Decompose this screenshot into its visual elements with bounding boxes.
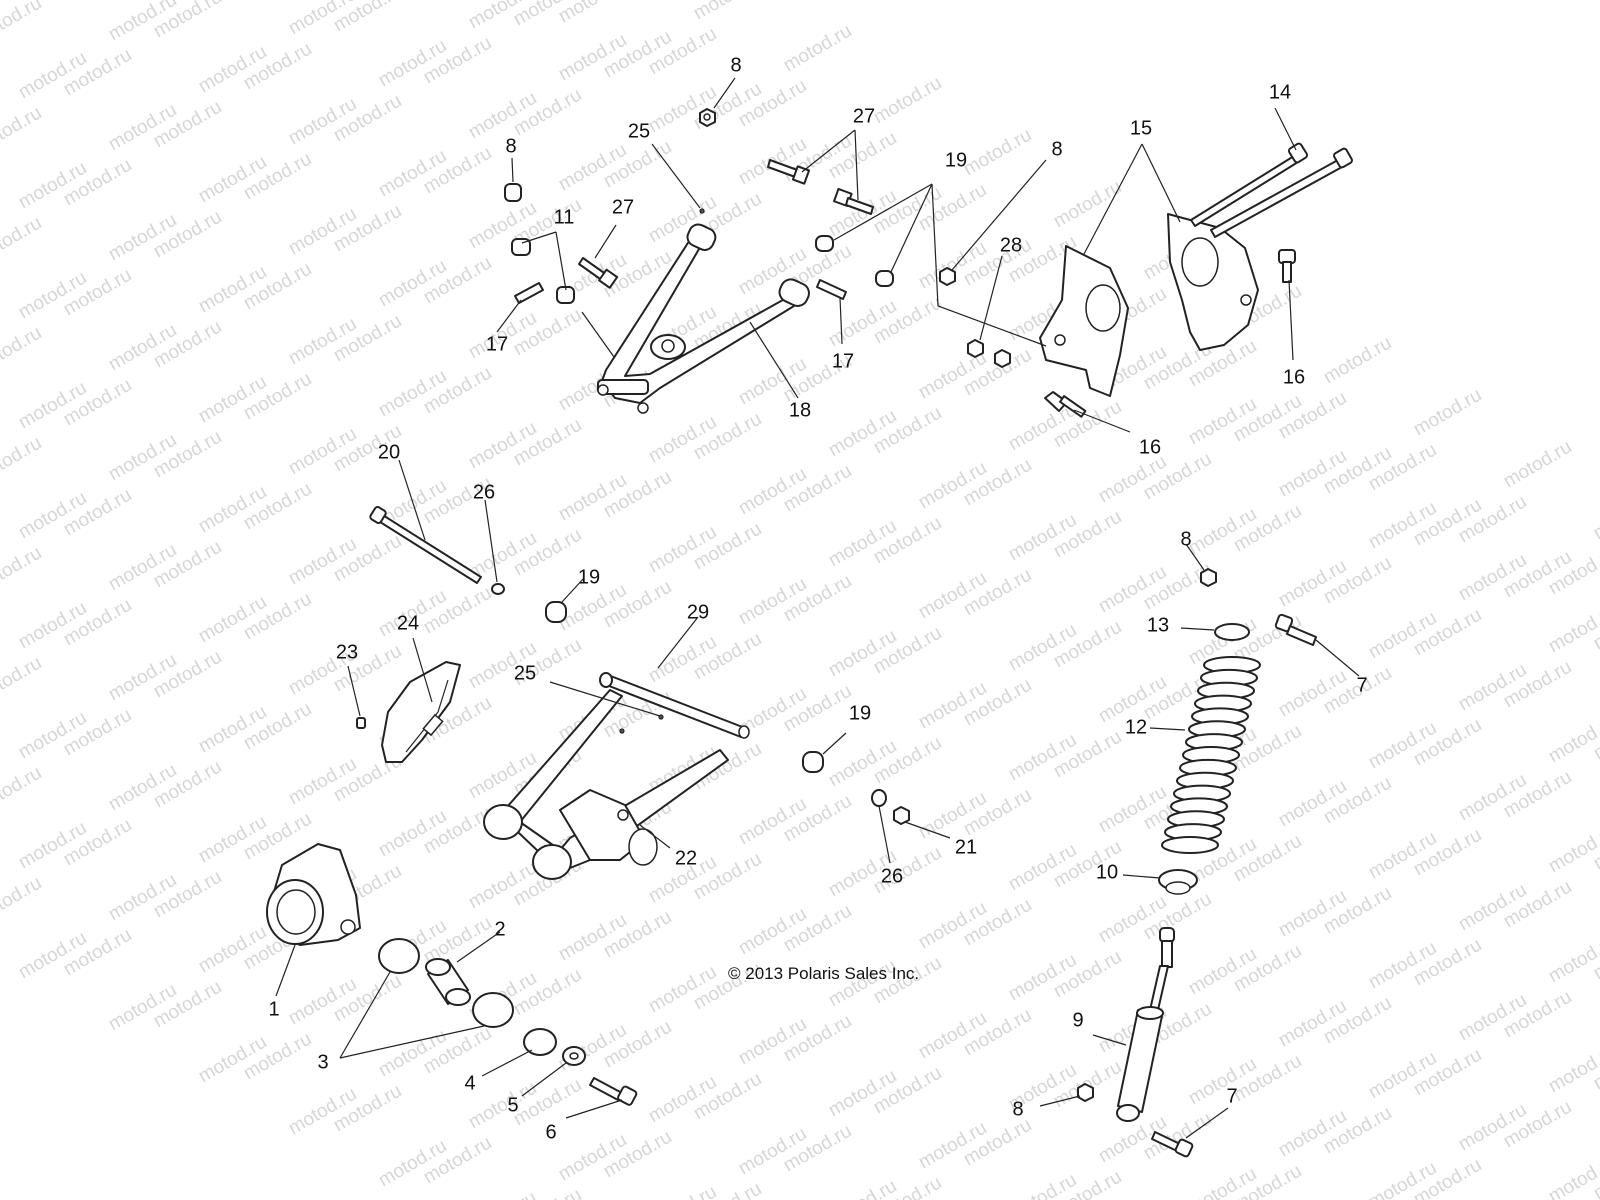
part-16-bolt-bottom[interactable] — [1044, 391, 1087, 418]
callout-11[interactable]: 11 — [554, 206, 575, 228]
callout-17[interactable]: 17 — [832, 350, 854, 372]
callout-25[interactable]: 25 — [514, 662, 536, 684]
part-11-bushing-a[interactable] — [511, 238, 531, 256]
part-14-long-bolt-a[interactable] — [1190, 142, 1309, 227]
part-26-washer-lower[interactable] — [871, 789, 887, 807]
part-27-bolt-left[interactable] — [578, 257, 619, 289]
callout-2[interactable]: 2 — [494, 918, 505, 940]
callout-8[interactable]: 8 — [730, 54, 741, 76]
part-20-pivot-bolt[interactable] — [369, 506, 482, 584]
part-16-bolt-right[interactable] — [1278, 249, 1296, 283]
callout-12[interactable]: 12 — [1125, 716, 1147, 738]
callout-29[interactable]: 29 — [687, 601, 709, 623]
part-27-bolt-upper-a[interactable] — [767, 159, 811, 185]
part-23-screw[interactable] — [356, 717, 366, 729]
part-3-bearing-b[interactable] — [472, 992, 514, 1028]
part-28-nut-b[interactable] — [994, 349, 1011, 368]
part-19-bushing-upper-a[interactable] — [815, 235, 834, 252]
part-7-bolt-lower[interactable] — [1151, 1131, 1194, 1158]
part-8-nut-top[interactable] — [699, 108, 716, 127]
part-24-guard-plate[interactable] — [381, 661, 461, 763]
callout-28[interactable]: 28 — [1000, 234, 1022, 256]
part-25-grease-fitting-upper[interactable] — [699, 208, 705, 214]
part-8-nut-right[interactable] — [939, 267, 956, 286]
part-6-bolt[interactable] — [589, 1077, 638, 1106]
callout-6[interactable]: 6 — [545, 1121, 556, 1143]
part-3-bearing-a[interactable] — [378, 938, 420, 974]
callout-8[interactable]: 8 — [1051, 138, 1062, 160]
callout-17[interactable]: 17 — [486, 333, 508, 355]
callout-1[interactable]: 1 — [268, 998, 279, 1020]
part-10-spring-seat[interactable] — [1158, 869, 1198, 895]
callout-16[interactable]: 16 — [1139, 436, 1161, 458]
callout-26[interactable]: 26 — [473, 481, 495, 503]
callout-4[interactable]: 4 — [464, 1072, 475, 1094]
callout-27[interactable]: 27 — [853, 105, 875, 127]
part-28-nut-a[interactable] — [967, 339, 984, 358]
callout-27[interactable]: 27 — [612, 196, 634, 218]
callout-25[interactable]: 25 — [628, 120, 650, 142]
part-15-mounting-bracket-right[interactable] — [1167, 213, 1259, 351]
part-5-washer[interactable] — [562, 1046, 586, 1066]
part-21-nut[interactable] — [893, 806, 910, 825]
copyright-notice: © 2013 Polaris Sales Inc. — [728, 964, 920, 983]
callout-20[interactable]: 20 — [378, 441, 400, 463]
part-12-coil-spring[interactable] — [1161, 656, 1261, 854]
callout-13[interactable]: 13 — [1147, 614, 1169, 636]
part-26-washer-upper[interactable] — [491, 583, 505, 595]
callout-8[interactable]: 8 — [505, 135, 516, 157]
callout-24[interactable]: 24 — [397, 612, 419, 634]
part-9-shock-absorber[interactable] — [1116, 927, 1175, 1122]
part-19-bushing-mid[interactable] — [545, 601, 567, 623]
part-4-large-washer[interactable] — [523, 1028, 557, 1056]
part-18-upper-a-arm[interactable] — [597, 222, 812, 414]
callout-labels: 8 8 25 27 19 8 14 15 11 27 28 17 17 18 1… — [268, 54, 1367, 1143]
part-1-knuckle-housing[interactable] — [266, 843, 361, 946]
callout-21[interactable]: 21 — [955, 836, 977, 858]
leader-lines — [275, 77, 1360, 1139]
part-8-nut-left[interactable] — [504, 183, 522, 202]
part-13-spring-retainer[interactable] — [1214, 623, 1250, 641]
callout-15[interactable]: 15 — [1130, 117, 1152, 139]
callout-22[interactable]: 22 — [675, 847, 697, 869]
callout-8[interactable]: 8 — [1012, 1098, 1023, 1120]
callout-9[interactable]: 9 — [1072, 1009, 1083, 1031]
callout-5[interactable]: 5 — [507, 1094, 518, 1116]
callout-3[interactable]: 3 — [317, 1051, 328, 1073]
spring-coil — [1161, 836, 1219, 854]
callout-26[interactable]: 26 — [881, 865, 903, 887]
part-15-mounting-bracket-left[interactable] — [1039, 245, 1129, 397]
part-22-lower-a-arm[interactable] — [483, 689, 729, 880]
callout-7[interactable]: 7 — [1356, 674, 1367, 696]
part-8-nut-shock-bottom[interactable] — [1077, 1083, 1094, 1102]
part-27-bolt-upper-b[interactable] — [833, 187, 874, 215]
part-7-bolt-upper[interactable] — [1274, 613, 1317, 646]
callout-7[interactable]: 7 — [1226, 1085, 1237, 1107]
part-8-nut-shock-top[interactable] — [1200, 568, 1217, 587]
callout-19[interactable]: 19 — [578, 566, 600, 588]
callout-19[interactable]: 19 — [945, 149, 967, 171]
part-17-pin-right[interactable] — [816, 279, 847, 300]
callout-10[interactable]: 10 — [1096, 861, 1118, 883]
callout-14[interactable]: 14 — [1269, 81, 1291, 103]
part-19-bushing-upper-b[interactable] — [875, 270, 894, 287]
callout-18[interactable]: 18 — [789, 399, 811, 421]
part-19-bushing-lower[interactable] — [802, 751, 824, 773]
callout-23[interactable]: 23 — [336, 641, 358, 663]
callout-8[interactable]: 8 — [1180, 528, 1191, 550]
part-29-cross-tube[interactable] — [599, 672, 750, 739]
part-17-pin-left[interactable] — [514, 282, 544, 304]
callout-16[interactable]: 16 — [1283, 366, 1305, 388]
callout-19[interactable]: 19 — [849, 702, 871, 724]
part-2-spacer-sleeve[interactable] — [425, 958, 471, 1006]
part-14-long-bolt-b[interactable] — [1210, 147, 1353, 238]
